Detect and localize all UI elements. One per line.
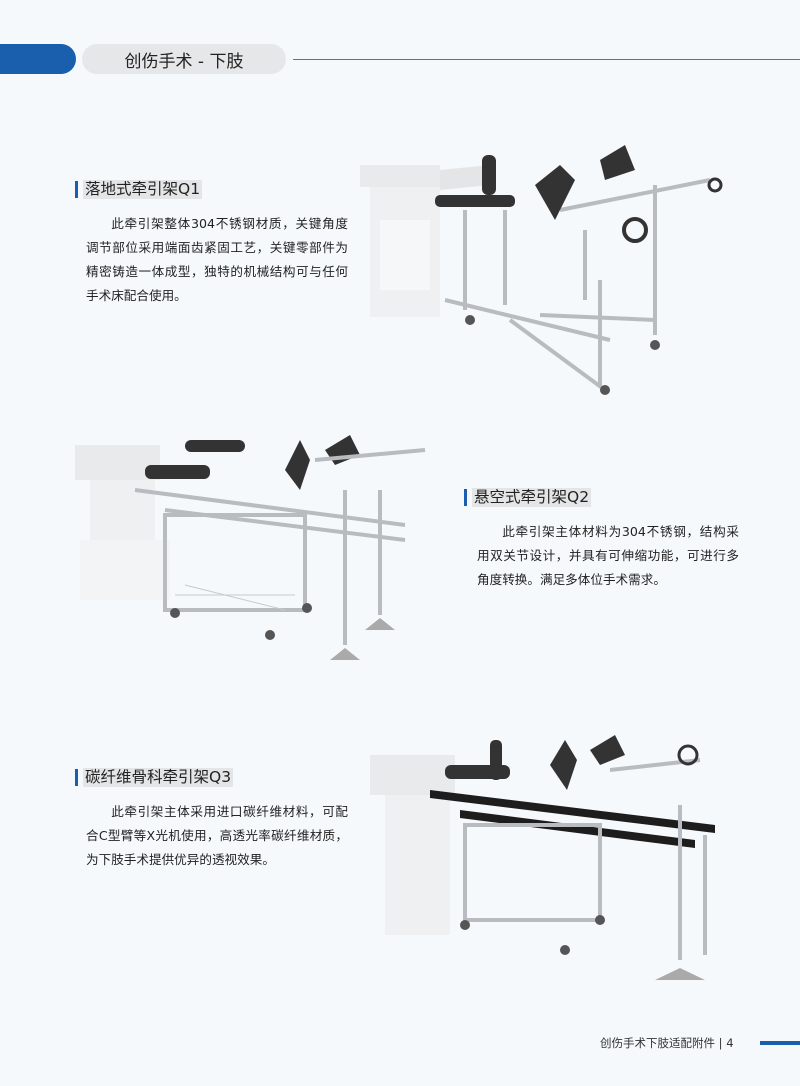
footer-separator: | [715, 1036, 727, 1050]
footer: 创伤手术下肢适配附件 | 4 [600, 1035, 734, 1051]
header-accent-bar [0, 44, 76, 74]
section-title-q2: 悬空式牵引架Q2 [464, 488, 592, 507]
section-body-q1: 此牵引架整体304不锈钢材质，关键角度调节部位采用端面齿紧固工艺，关键零部件为精… [86, 216, 348, 303]
title-marker [464, 489, 467, 506]
page-title-text: 创伤手术 - 下肢 [124, 51, 244, 72]
product-image-q1 [360, 145, 723, 395]
footer-accent-bar [760, 1041, 800, 1045]
title-marker [75, 181, 78, 198]
section-title-text: 落地式牵引架Q1 [83, 180, 203, 199]
section-body-q3: 此牵引架主体采用进口碳纤维材料，可配合C型臂等X光机使用，高透光率碳纤维材质，为… [86, 804, 348, 867]
section-title-text: 碳纤维骨科牵引架Q3 [83, 768, 234, 787]
section-title-q1: 落地式牵引架Q1 [75, 180, 203, 199]
title-marker [75, 769, 78, 786]
page-title: 创伤手术 - 下肢 [82, 44, 286, 74]
section-title-text: 悬空式牵引架Q2 [472, 488, 592, 507]
product-image-q3 [370, 735, 715, 980]
footer-text: 创伤手术下肢适配附件 [600, 1036, 715, 1050]
page-number: 4 [726, 1036, 734, 1050]
header-divider [293, 59, 800, 60]
product-image-q2 [75, 435, 426, 660]
section-body-q2: 此牵引架主体材料为304不锈钢，结构采用双关节设计，并具有可伸缩功能，可进行多角… [477, 524, 739, 587]
section-title-q3: 碳纤维骨科牵引架Q3 [75, 768, 234, 787]
